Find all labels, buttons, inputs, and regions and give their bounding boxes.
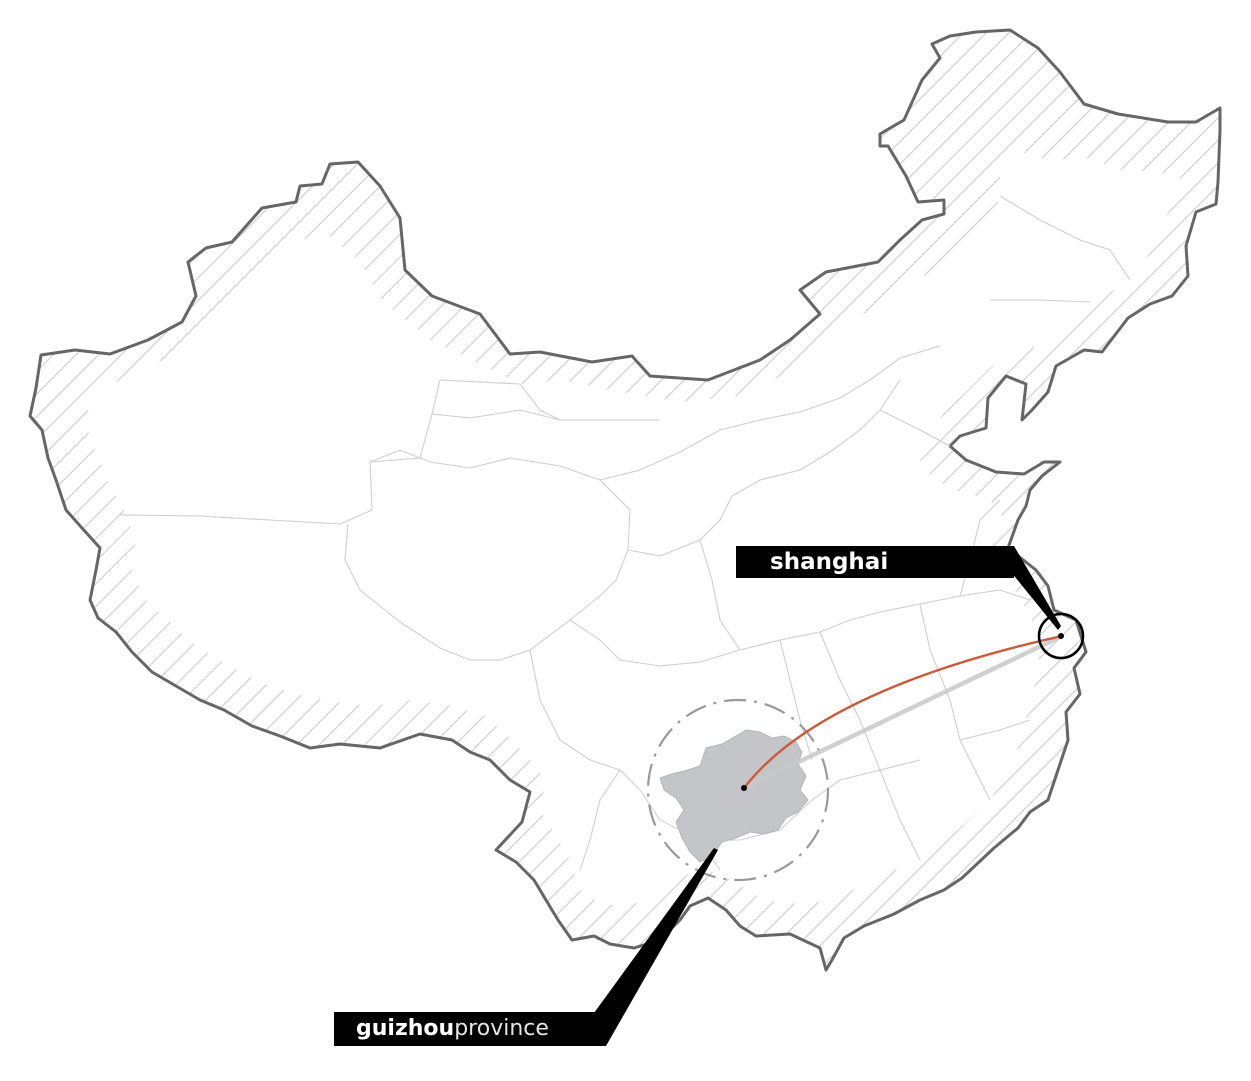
shanghai-label-text: shanghai (770, 549, 889, 575)
guizhou-label-bold: guizhou (356, 1016, 455, 1041)
shanghai-target-ring-icon (1037, 612, 1085, 660)
shanghai-point (1058, 633, 1064, 639)
guizhou-label: guizhouprovince (334, 1012, 602, 1046)
route-line (743, 634, 1063, 789)
route-shadow (743, 633, 1063, 791)
province-border (627, 379, 901, 557)
province-border (569, 589, 1031, 667)
guizhou-label-light: province (454, 1016, 549, 1041)
shanghai-label: shanghai (736, 546, 1014, 578)
guizhou-dashed-circle-icon (646, 698, 830, 882)
province-border (699, 539, 813, 761)
province-border (879, 195, 1131, 597)
guizhou-province-shape (659, 729, 809, 863)
guizhou-point (741, 785, 747, 791)
guizhou-leader (570, 848, 718, 1046)
inner-land (84, 150, 1180, 906)
province-border (819, 603, 991, 861)
province-border (431, 379, 561, 421)
province-border (344, 449, 631, 661)
province-border (599, 345, 941, 481)
